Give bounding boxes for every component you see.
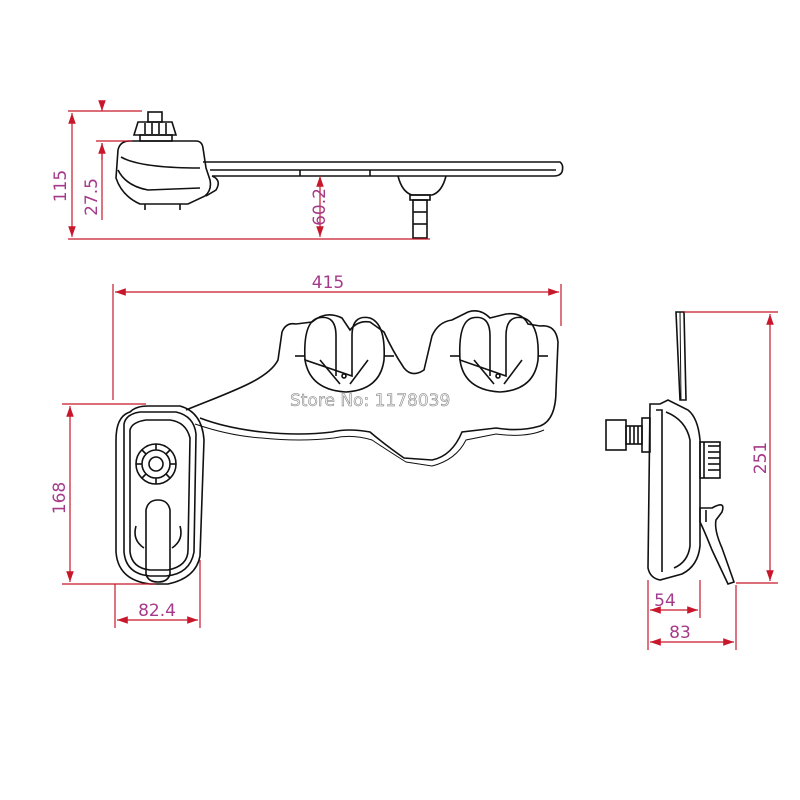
body-end (647, 399, 701, 581)
dim-end-height: 251 (751, 442, 771, 474)
cup-left (295, 316, 394, 393)
dim-side-total-height: 115 (51, 170, 71, 202)
dim-end-depth-inner: 54 (654, 591, 676, 611)
dim-side-nozzle-height: 60.2 (310, 188, 330, 226)
end-view (605, 311, 736, 585)
arm-end (675, 311, 687, 401)
dim-top-height: 168 (50, 482, 70, 514)
dim-end-depth-outer: 83 (669, 623, 691, 643)
lever-end (699, 504, 736, 585)
nozzle-side (397, 175, 447, 239)
top-view (115, 310, 559, 585)
base-top (115, 405, 205, 585)
inlet-end (605, 417, 651, 453)
knob-side (132, 111, 178, 142)
base-side (115, 140, 212, 210)
knob-end (699, 441, 721, 479)
dim-side-knob-height: 27.5 (82, 178, 102, 216)
side-dimensions (68, 100, 430, 240)
end-dimensions (647, 311, 778, 650)
lever-top (134, 499, 182, 583)
arm-top (185, 310, 559, 461)
dim-top-base-width: 82.4 (138, 601, 176, 621)
side-view (115, 111, 564, 239)
cup-right (450, 316, 548, 393)
dim-top-width: 415 (312, 273, 344, 293)
knob-top (135, 443, 177, 485)
arm-side (203, 161, 564, 197)
top-dimensions (62, 284, 562, 628)
store-watermark: Store No: 1178039 (290, 391, 450, 411)
